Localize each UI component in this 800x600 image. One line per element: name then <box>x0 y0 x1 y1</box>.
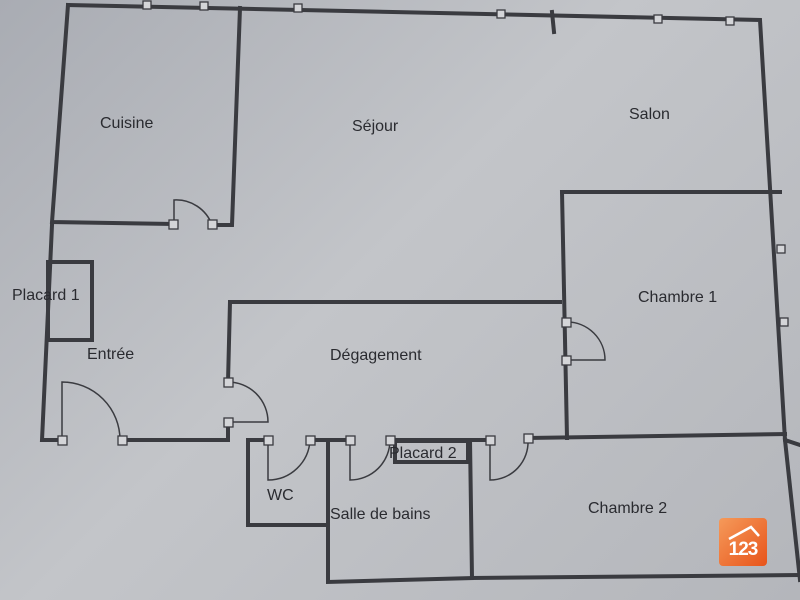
room-label-wc: WC <box>267 487 294 504</box>
room-label-placard-1: Placard 1 <box>12 287 80 304</box>
walls <box>39 2 800 585</box>
room-label-degagement: Dégagement <box>330 347 422 364</box>
room-label-cuisine: Cuisine <box>100 115 154 132</box>
house-roof-icon <box>728 525 760 540</box>
room-label-salle-de-bains: Salle de bains <box>330 506 431 523</box>
room-label-placard-2: Placard 2 <box>389 445 457 462</box>
doors <box>61 199 606 481</box>
logo-text: 123 <box>728 539 759 560</box>
wall-posts <box>57 0 789 446</box>
room-label-entree: Entrée <box>87 346 135 363</box>
room-label-chambre-2: Chambre 2 <box>588 500 668 517</box>
room-label-sejour: Séjour <box>352 118 399 135</box>
room-label-salon: Salon <box>629 106 670 123</box>
brand-logo: 123 <box>719 518 767 566</box>
room-label-chambre-1: Chambre 1 <box>638 289 718 306</box>
